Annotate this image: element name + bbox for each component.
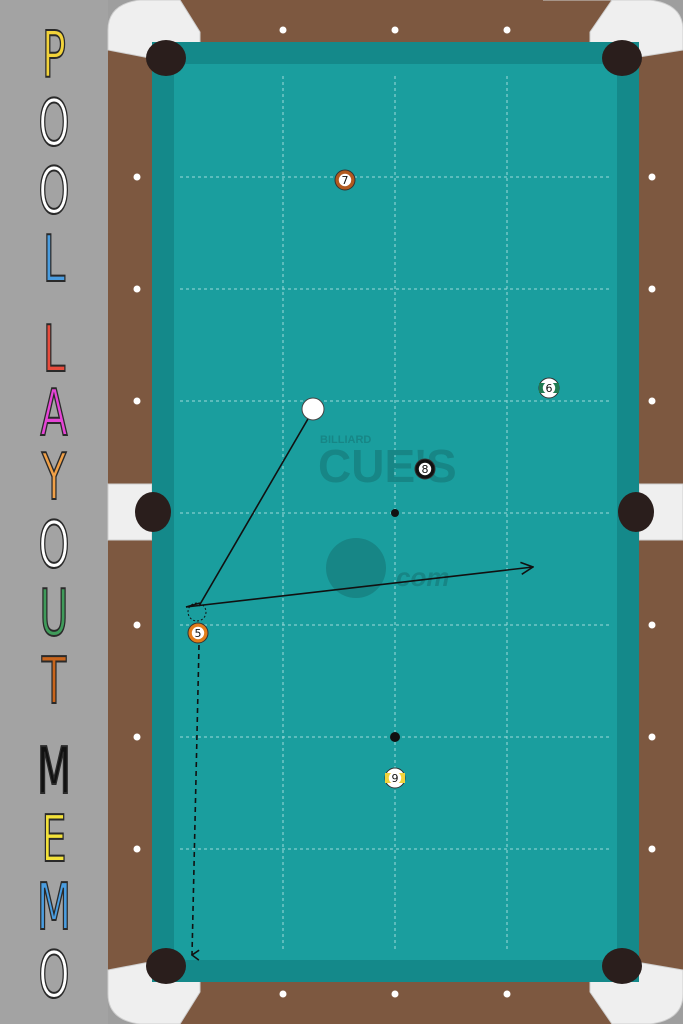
rail-diamond xyxy=(133,285,141,293)
ball-number-disc xyxy=(191,626,205,640)
rail-diamond xyxy=(133,845,141,853)
rail-diamond xyxy=(279,990,287,998)
title-letter: A xyxy=(40,377,68,451)
ball-number: 8 xyxy=(422,463,429,476)
ball-number: 5 xyxy=(195,627,202,640)
pocket-top-left xyxy=(146,40,186,76)
cue-ball[interactable] xyxy=(301,397,325,421)
rail-diamond xyxy=(391,26,399,34)
rail-diamond xyxy=(133,173,141,181)
title-letter: O xyxy=(38,87,70,161)
ball-number-disc xyxy=(388,771,402,785)
ball-5[interactable]: 5 xyxy=(187,622,209,644)
pocket-top-right xyxy=(602,40,642,76)
ball-8[interactable]: 8 xyxy=(414,458,436,480)
felt-grid xyxy=(180,76,610,950)
center-spot xyxy=(391,509,399,517)
ball-number: 6 xyxy=(546,382,553,395)
rail-diamond xyxy=(648,397,656,405)
ghost-ball xyxy=(187,602,207,622)
ball-number-disc xyxy=(542,381,556,395)
ball-number: 7 xyxy=(342,174,349,187)
title-letter: O xyxy=(38,939,70,1013)
pockets xyxy=(135,40,654,984)
ball-number-disc xyxy=(338,173,352,187)
aim-tick xyxy=(185,602,201,608)
pocket-bottom-left xyxy=(146,948,186,984)
cue-path-line xyxy=(198,411,313,607)
title-letter: M xyxy=(36,871,72,945)
rail-diamond xyxy=(391,990,399,998)
rail-diamonds xyxy=(133,26,656,998)
foot-spot xyxy=(390,732,400,742)
rail-diamond xyxy=(279,26,287,34)
shot-lines xyxy=(185,411,533,955)
title-letter: O xyxy=(38,509,70,583)
watermark-small-text: BILLIARD xyxy=(320,434,371,446)
title-letter: L xyxy=(42,223,66,297)
title-letter: T xyxy=(41,645,67,719)
rail-diamond xyxy=(503,26,511,34)
watermark-big-text: CUE'S xyxy=(318,440,457,492)
cue-rebound-arrow xyxy=(185,567,533,608)
ball-7[interactable]: 7 xyxy=(334,169,356,191)
rail-diamond xyxy=(133,621,141,629)
title-letter: E xyxy=(41,803,67,877)
pocket-bottom-right xyxy=(602,948,642,984)
rail-diamond xyxy=(648,621,656,629)
title-letter: P xyxy=(41,19,66,93)
rail-diamond xyxy=(503,990,511,998)
ball-9[interactable]: 9 xyxy=(384,767,406,789)
title-letter: U xyxy=(39,577,69,651)
pocket-mid-right xyxy=(618,492,654,532)
ball-number: 9 xyxy=(392,772,399,785)
rail-diamond xyxy=(648,173,656,181)
rail-diamond xyxy=(648,733,656,741)
ball-6[interactable]: 6 xyxy=(538,377,560,399)
title-sidebar: P O O L L A Y O U T M E M O xyxy=(0,0,108,1024)
object-ball-path xyxy=(192,644,200,955)
rail-diamond xyxy=(648,285,656,293)
watermark: BILLIARD CUE'S com xyxy=(318,434,457,598)
object-balls: 7 6 8 5 9 xyxy=(187,169,560,789)
title-letter: Y xyxy=(41,441,67,515)
ball-number-disc xyxy=(418,462,432,476)
rail-diamond xyxy=(648,845,656,853)
rail-diamond xyxy=(133,397,141,405)
title-letter: L xyxy=(42,313,66,387)
watermark-logo-circle xyxy=(326,538,386,598)
title-letter: M xyxy=(36,735,72,809)
rail-diamond xyxy=(133,733,141,741)
title-letter: O xyxy=(38,155,70,229)
pocket-mid-left xyxy=(135,492,171,532)
